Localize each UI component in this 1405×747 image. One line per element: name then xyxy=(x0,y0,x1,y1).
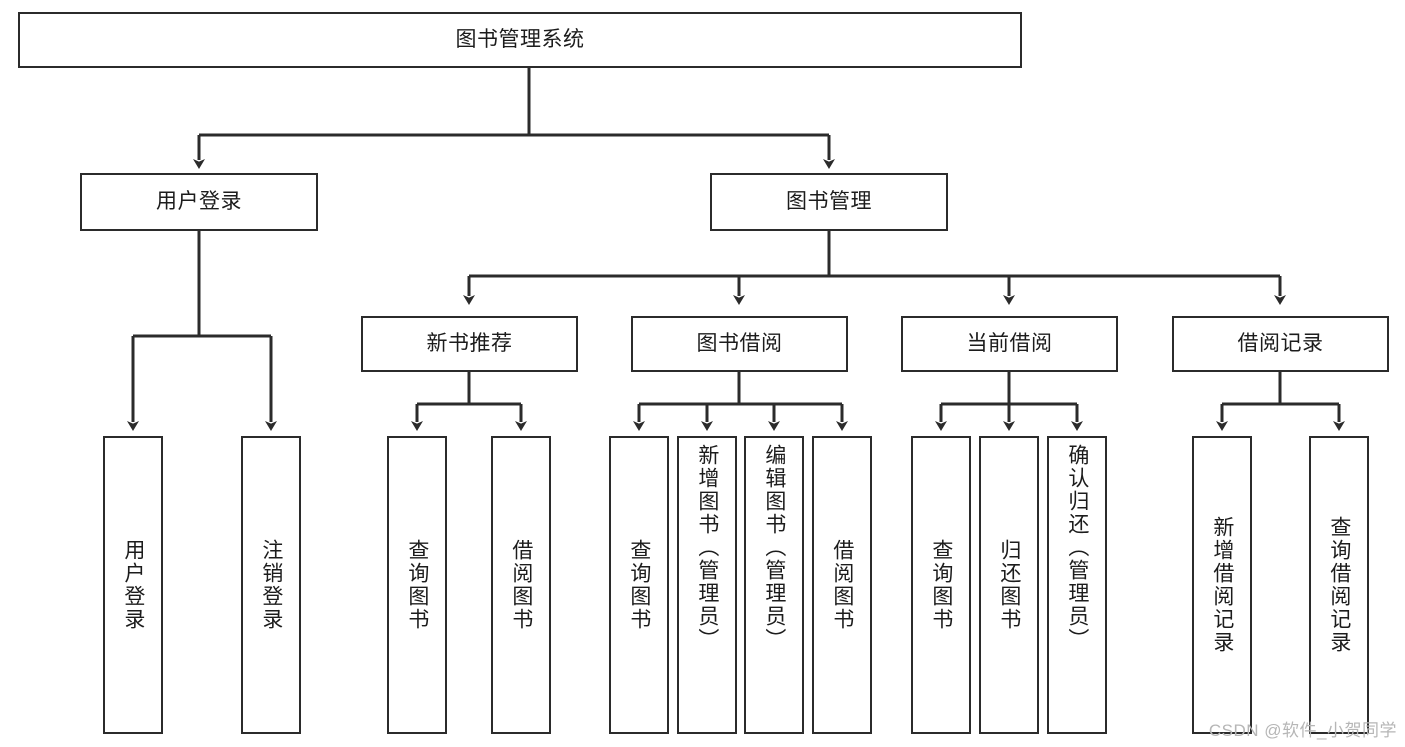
leaf-confirm-return-admin[interactable]: 确认归还（管理员） xyxy=(1047,436,1107,734)
node-label: 新书推荐 xyxy=(426,331,513,355)
leaf-user-login[interactable]: 用户登录 xyxy=(103,436,163,734)
node-label: 查询图书 xyxy=(627,539,651,631)
node-label: 查询借阅记录 xyxy=(1327,516,1351,654)
leaf-add-book-admin[interactable]: 新增图书（管理员） xyxy=(677,436,737,734)
node-new-book-recommend[interactable]: 新书推荐 xyxy=(361,316,578,372)
node-current-borrow[interactable]: 当前借阅 xyxy=(901,316,1118,372)
node-label: 图书管理系统 xyxy=(455,27,585,51)
node-label: 查询图书 xyxy=(405,539,429,631)
node-book-borrow[interactable]: 图书借阅 xyxy=(631,316,848,372)
node-label: 归还图书 xyxy=(997,539,1021,631)
leaf-borrow-book[interactable]: 借阅图书 xyxy=(812,436,872,734)
node-label: 用户登录 xyxy=(121,539,145,631)
node-user-login[interactable]: 用户登录 xyxy=(80,173,318,231)
node-root-system[interactable]: 图书管理系统 xyxy=(18,12,1022,68)
leaf-edit-book-admin[interactable]: 编辑图书（管理员） xyxy=(744,436,804,734)
leaf-query-book-current[interactable]: 查询图书 xyxy=(911,436,971,734)
node-label: 借阅记录 xyxy=(1237,331,1324,355)
leaf-query-book-recommend[interactable]: 查询图书 xyxy=(387,436,447,734)
leaf-query-borrow-record[interactable]: 查询借阅记录 xyxy=(1309,436,1369,734)
node-label: 借阅图书 xyxy=(830,539,854,631)
node-label: 确认归还（管理员） xyxy=(1065,444,1089,651)
node-label: 新增借阅记录 xyxy=(1210,516,1234,654)
leaf-query-book-borrow[interactable]: 查询图书 xyxy=(609,436,669,734)
watermark: CSDN @软件_小贺同学 xyxy=(1208,721,1397,740)
node-label: 图书借阅 xyxy=(696,331,783,355)
node-label: 新增图书（管理员） xyxy=(695,444,719,651)
node-label: 编辑图书（管理员） xyxy=(762,444,786,651)
node-book-management[interactable]: 图书管理 xyxy=(710,173,948,231)
leaf-borrow-book-recommend[interactable]: 借阅图书 xyxy=(491,436,551,734)
leaf-add-borrow-record[interactable]: 新增借阅记录 xyxy=(1192,436,1252,734)
node-label: 图书管理 xyxy=(786,189,872,213)
leaf-return-book[interactable]: 归还图书 xyxy=(979,436,1039,734)
node-label: 查询图书 xyxy=(929,539,953,631)
leaf-user-logout[interactable]: 注销登录 xyxy=(241,436,301,734)
node-label: 注销登录 xyxy=(259,539,283,631)
node-label: 借阅图书 xyxy=(509,539,533,631)
node-label: 用户登录 xyxy=(156,189,242,213)
node-label: 当前借阅 xyxy=(966,331,1053,355)
node-borrow-record[interactable]: 借阅记录 xyxy=(1172,316,1389,372)
